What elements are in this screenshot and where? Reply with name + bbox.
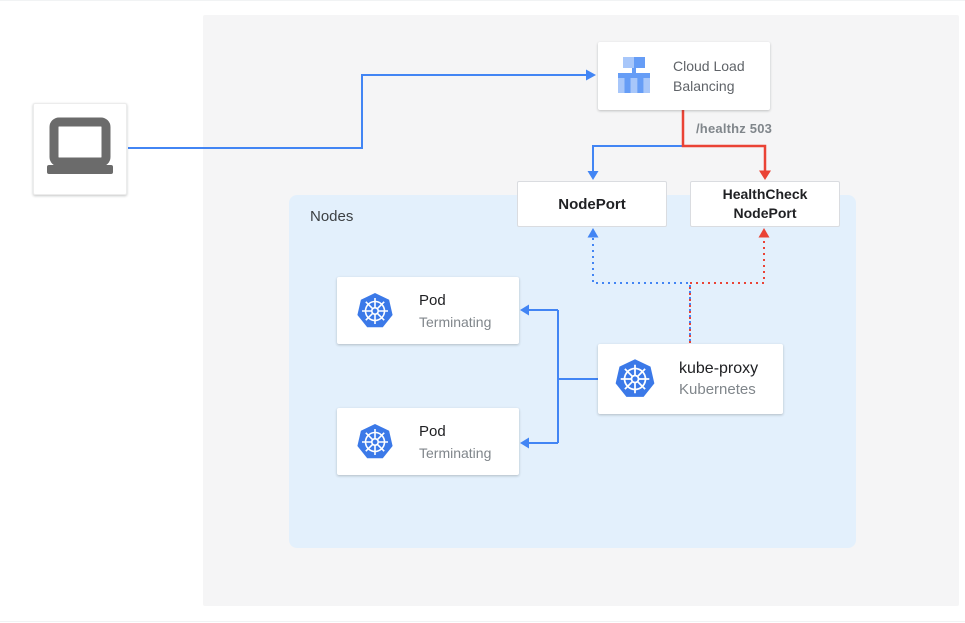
pod-title: Pod xyxy=(419,422,446,440)
healthz-status-label: /healthz 503 xyxy=(696,121,773,136)
kube-proxy-text: kube-proxy Kubernetes xyxy=(679,358,758,400)
cloud-load-balancing-label: Cloud Load Balancing xyxy=(673,58,745,94)
healthcheck-nodeport-box: HealthCheck NodePort xyxy=(690,181,840,227)
top-divider xyxy=(0,0,965,1)
healthcheck-nodeport-label: HealthCheck NodePort xyxy=(722,186,808,221)
cloud-load-balancing-card: Cloud Load Balancing xyxy=(598,42,770,110)
nodeport-label: NodePort xyxy=(558,195,626,213)
pod-title: Pod xyxy=(419,291,446,309)
load-balancer-icon xyxy=(618,57,650,93)
kube-proxy-card: kube-proxy Kubernetes xyxy=(598,344,783,414)
pod-text: Pod Terminating xyxy=(419,290,491,332)
pod-card-1: Pod Terminating xyxy=(337,277,519,344)
pod-card-2: Pod Terminating xyxy=(337,408,519,475)
kube-proxy-title: kube-proxy xyxy=(679,360,759,377)
nodes-panel-label: Nodes xyxy=(310,208,354,225)
nodeport-box: NodePort xyxy=(517,181,667,227)
client-card xyxy=(33,103,127,195)
pod-status: Terminating xyxy=(419,444,492,461)
pod-status: Terminating xyxy=(419,313,492,330)
laptop-icon xyxy=(47,117,113,174)
kubernetes-icon xyxy=(357,292,393,327)
bottom-divider xyxy=(0,621,965,622)
kubernetes-icon xyxy=(615,359,655,397)
kube-proxy-subtitle: Kubernetes xyxy=(679,381,756,398)
kubernetes-icon xyxy=(357,423,393,458)
pod-text: Pod Terminating xyxy=(419,421,491,463)
